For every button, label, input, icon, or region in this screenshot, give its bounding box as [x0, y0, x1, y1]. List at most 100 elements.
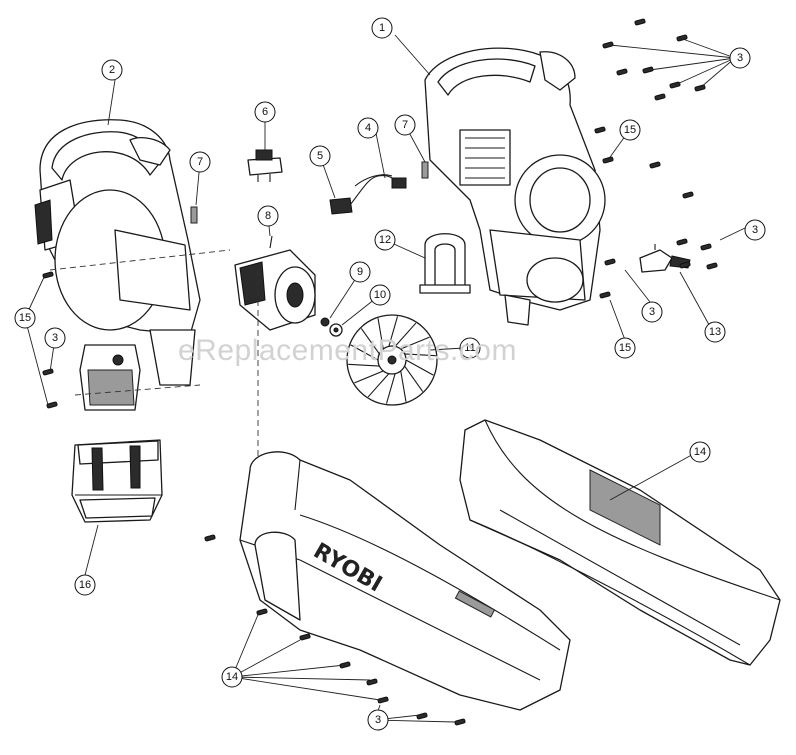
- callout-label: 2: [109, 64, 115, 76]
- callout-8: 8: [257, 205, 279, 227]
- callout-circle: [689, 441, 711, 463]
- callout-10: 10: [369, 284, 391, 306]
- watermark: eReplacementParts.com: [178, 334, 517, 367]
- alignment-line: [49, 249, 259, 460]
- screw-icon: [594, 126, 606, 134]
- callout-label: 14: [226, 671, 238, 683]
- screw-icon: [377, 696, 389, 704]
- callout-circle: [744, 219, 766, 241]
- screw-icon: [42, 368, 54, 376]
- screw-icon: [676, 238, 688, 246]
- callout-circle: [74, 574, 96, 596]
- part-battery-receptacle: [71, 439, 163, 523]
- fan-blade: [354, 370, 384, 384]
- callout-3: 3: [744, 219, 766, 241]
- screw-icon: [46, 401, 58, 409]
- fan-blade: [400, 370, 407, 402]
- screw-icon: [700, 243, 712, 251]
- part-right-housing: [424, 47, 606, 326]
- fan-blade: [400, 336, 430, 350]
- fan-blade: [394, 322, 417, 347]
- callout-circle: [221, 666, 243, 688]
- callout-label: 9: [357, 266, 363, 278]
- callout-circle: [614, 337, 636, 359]
- callout-2: 2: [101, 59, 123, 81]
- fan-blade: [348, 363, 380, 367]
- callout-label: 6: [262, 106, 268, 118]
- callout-3: 3: [44, 327, 66, 349]
- callout-label: 1: [379, 22, 385, 34]
- callout-circle: [367, 709, 389, 731]
- part-tube-upper: [459, 419, 781, 666]
- callout-label: 3: [52, 332, 58, 344]
- callout-circle: [374, 229, 396, 251]
- screw-icon: [634, 18, 646, 26]
- callout-15: 15: [14, 307, 36, 329]
- callout-circle: [254, 101, 276, 123]
- screw-icon: [616, 68, 628, 76]
- callout-3: 3: [641, 301, 663, 323]
- callout-label: 8: [265, 210, 271, 222]
- fan-blade: [404, 353, 436, 357]
- callout-label: 7: [402, 119, 408, 131]
- callout-label: 3: [375, 714, 381, 726]
- callout-circle: [619, 119, 641, 141]
- callout-circle: [704, 321, 726, 343]
- callout-circle: [309, 145, 331, 167]
- part-bracket: [419, 233, 471, 294]
- callout-15: 15: [614, 337, 636, 359]
- callout-label: 11: [464, 342, 475, 354]
- screw-icon: [366, 678, 378, 686]
- callout-14: 14: [221, 666, 243, 688]
- screw-icon: [602, 41, 614, 49]
- callout-circle: [641, 301, 663, 323]
- screw-icon: [256, 608, 268, 616]
- callout-3: 3: [729, 47, 751, 69]
- callout-label: 5: [317, 150, 323, 162]
- callout-7: 7: [394, 114, 416, 136]
- callout-circle: [14, 307, 36, 329]
- callout-circle: [101, 59, 123, 81]
- callout-3: 3: [367, 709, 389, 731]
- callout-circle: [189, 151, 211, 173]
- screw-icon: [599, 291, 611, 299]
- screw-icon: [604, 258, 616, 266]
- callout-label: 15: [624, 124, 636, 136]
- callout-11: 11: [459, 337, 481, 359]
- fan-blade: [405, 359, 434, 376]
- callout-12: 12: [374, 229, 396, 251]
- callout-label: 3: [752, 224, 758, 236]
- screw-icon: [679, 261, 691, 269]
- part-fan: [346, 314, 438, 406]
- callout-circle: [371, 17, 393, 39]
- callout-circle: [44, 327, 66, 349]
- callout-label: 3: [649, 306, 655, 318]
- callout-circle: [459, 337, 481, 359]
- screws: [42, 18, 718, 726]
- part-tube-lower: [239, 451, 571, 711]
- callout-label: 7: [197, 156, 203, 168]
- callout-circle: [349, 261, 371, 283]
- callout-circle: [357, 117, 379, 139]
- part-wire-harness-5: [329, 175, 407, 215]
- callout-label: 12: [379, 234, 391, 246]
- fan-blade: [367, 373, 390, 398]
- callout-label: 15: [19, 312, 31, 324]
- part-switch: [247, 149, 283, 182]
- part-pin-7a: [190, 206, 198, 224]
- screw-icon: [299, 633, 311, 641]
- fan-blade: [360, 328, 380, 355]
- part-pin-7b: [421, 161, 429, 179]
- fan-blade: [388, 316, 399, 347]
- callout-label: 3: [737, 52, 743, 64]
- callout-label: 13: [709, 326, 721, 338]
- callout-label: 10: [374, 289, 386, 301]
- callout-15: 15: [619, 119, 641, 141]
- callout-5: 5: [309, 145, 331, 167]
- callout-label: 14: [694, 446, 706, 458]
- part-left-housing: [34, 119, 201, 411]
- part-washer-10: [329, 323, 343, 337]
